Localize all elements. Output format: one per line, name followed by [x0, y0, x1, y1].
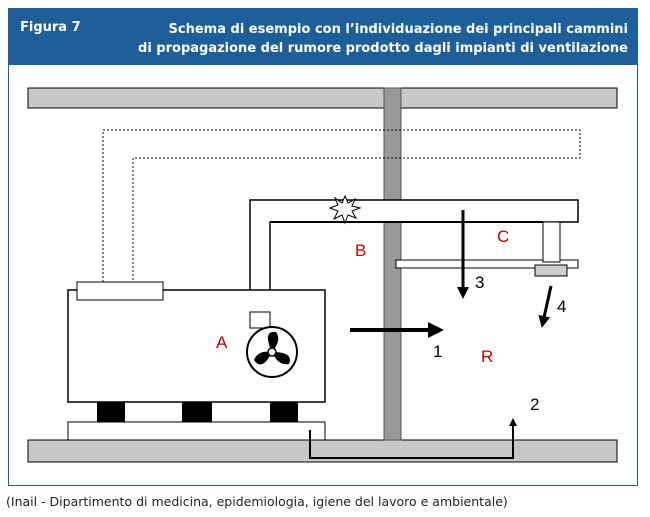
title-line-1: Schema di esempio con l’individuazione d… — [168, 22, 628, 37]
label-r: R — [481, 347, 493, 366]
figure-title: Schema di esempio con l’individuazione d… — [138, 20, 628, 58]
false-ceiling — [395, 259, 579, 269]
title-line-2: di propagazione del rumore prodotto dagl… — [138, 41, 628, 56]
label-path-2: 2 — [530, 395, 539, 414]
label-b: B — [355, 241, 366, 260]
figure-header: Figura 7 Schema di esempio con l’individ… — [8, 8, 638, 65]
path-4-arrow — [538, 285, 553, 328]
vibration-mount — [270, 402, 298, 422]
fan-icon — [246, 326, 298, 378]
label-path-1: 1 — [433, 342, 442, 361]
diffuser — [534, 264, 568, 277]
vibration-mount — [97, 402, 125, 422]
label-path-3: 3 — [475, 273, 484, 292]
vibration-mount — [182, 402, 212, 422]
label-path-4: 4 — [557, 297, 566, 316]
label-a: A — [216, 333, 228, 352]
noise-burst-icon — [328, 194, 362, 225]
base-platform — [67, 421, 326, 441]
duct-drop — [542, 221, 561, 263]
ceiling-slab — [27, 87, 618, 109]
fan-connection — [249, 311, 271, 329]
figure-number: Figura 7 — [20, 20, 81, 35]
label-c: C — [497, 227, 509, 246]
intake-box — [76, 281, 164, 301]
supply-duct — [249, 199, 579, 312]
caption: (Inail - Dipartimento di medicina, epide… — [6, 494, 508, 509]
dotted-duct — [102, 129, 581, 282]
path-2-arrow — [309, 418, 517, 459]
